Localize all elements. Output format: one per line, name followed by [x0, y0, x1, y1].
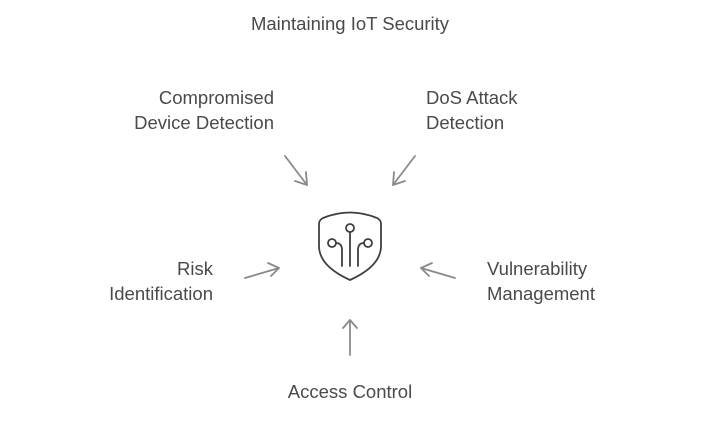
node-compromised-device-detection: Compromised Device Detection [134, 86, 274, 135]
node-dos-attack-detection: DoS Attack Detection [426, 86, 518, 135]
node-label-line: Vulnerability [487, 258, 588, 279]
shield-circuit-icon [318, 211, 382, 281]
arrow-compromised-to-center [284, 155, 308, 186]
node-label-line: Device Detection [134, 111, 274, 133]
node-label-line: Risk [177, 258, 213, 279]
node-access-control: Access Control [0, 380, 700, 405]
arrow-vulnerability-to-center [420, 262, 456, 279]
node-label-line: Access Control [287, 381, 413, 402]
node-label-line: Compromised [158, 87, 274, 108]
arrow-risk-to-center [244, 262, 280, 279]
arrow-dos-to-center [392, 155, 416, 186]
node-label-line: Management [487, 282, 595, 304]
node-risk-identification: Risk Identification [109, 257, 213, 306]
node-vulnerability-management: Vulnerability Management [487, 257, 595, 306]
node-label-line: Identification [109, 282, 213, 304]
arrow-access-to-center [342, 319, 358, 356]
node-label-line: DoS Attack [426, 87, 518, 108]
node-label-line: Detection [426, 111, 505, 133]
diagram-title: Maintaining IoT Security [250, 13, 450, 34]
